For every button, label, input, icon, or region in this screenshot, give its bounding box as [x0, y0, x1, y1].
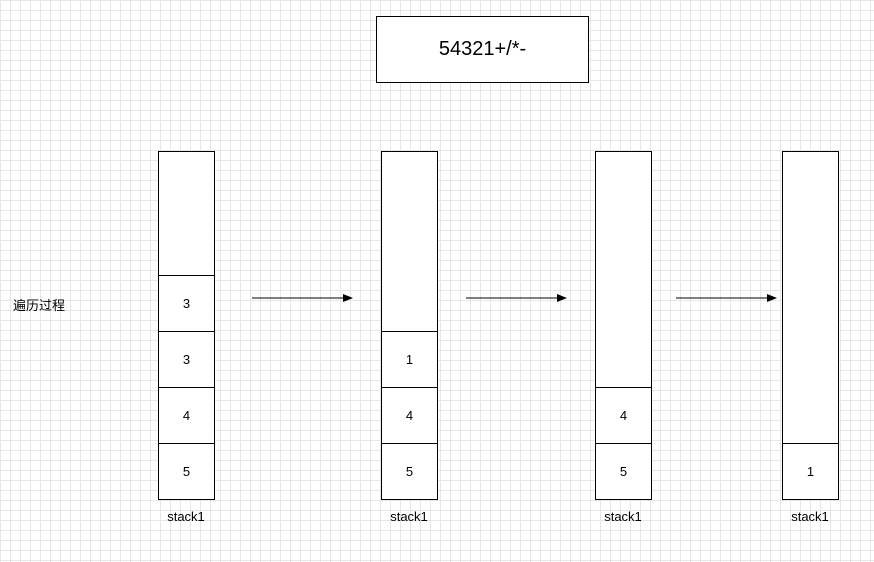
- stack-label: stack1: [791, 509, 829, 524]
- stack-cell: 5: [382, 443, 437, 499]
- stack-1: 1 4 5: [381, 151, 438, 500]
- stack-cell: 1: [382, 331, 437, 387]
- stack-2: 4 5: [595, 151, 652, 500]
- stack-cell: 1: [783, 443, 838, 499]
- stack-label: stack1: [604, 509, 642, 524]
- stack-cell: 3: [159, 275, 214, 331]
- stack-cell: 4: [596, 387, 651, 443]
- stack-cell: 5: [159, 443, 214, 499]
- stack-cell: 5: [596, 443, 651, 499]
- stack-3: 1: [782, 151, 839, 500]
- stack-cell: 4: [159, 387, 214, 443]
- stack-label: stack1: [167, 509, 205, 524]
- expression-text: 54321+/*-: [438, 38, 527, 60]
- stack-0: 3 3 4 5: [158, 151, 215, 500]
- stack-cell: 3: [159, 331, 214, 387]
- traversal-label: 遍历过程: [13, 299, 66, 314]
- stack-label: stack1: [390, 509, 428, 524]
- expression-box: 54321+/*-: [376, 16, 589, 83]
- stack-cell: 4: [382, 387, 437, 443]
